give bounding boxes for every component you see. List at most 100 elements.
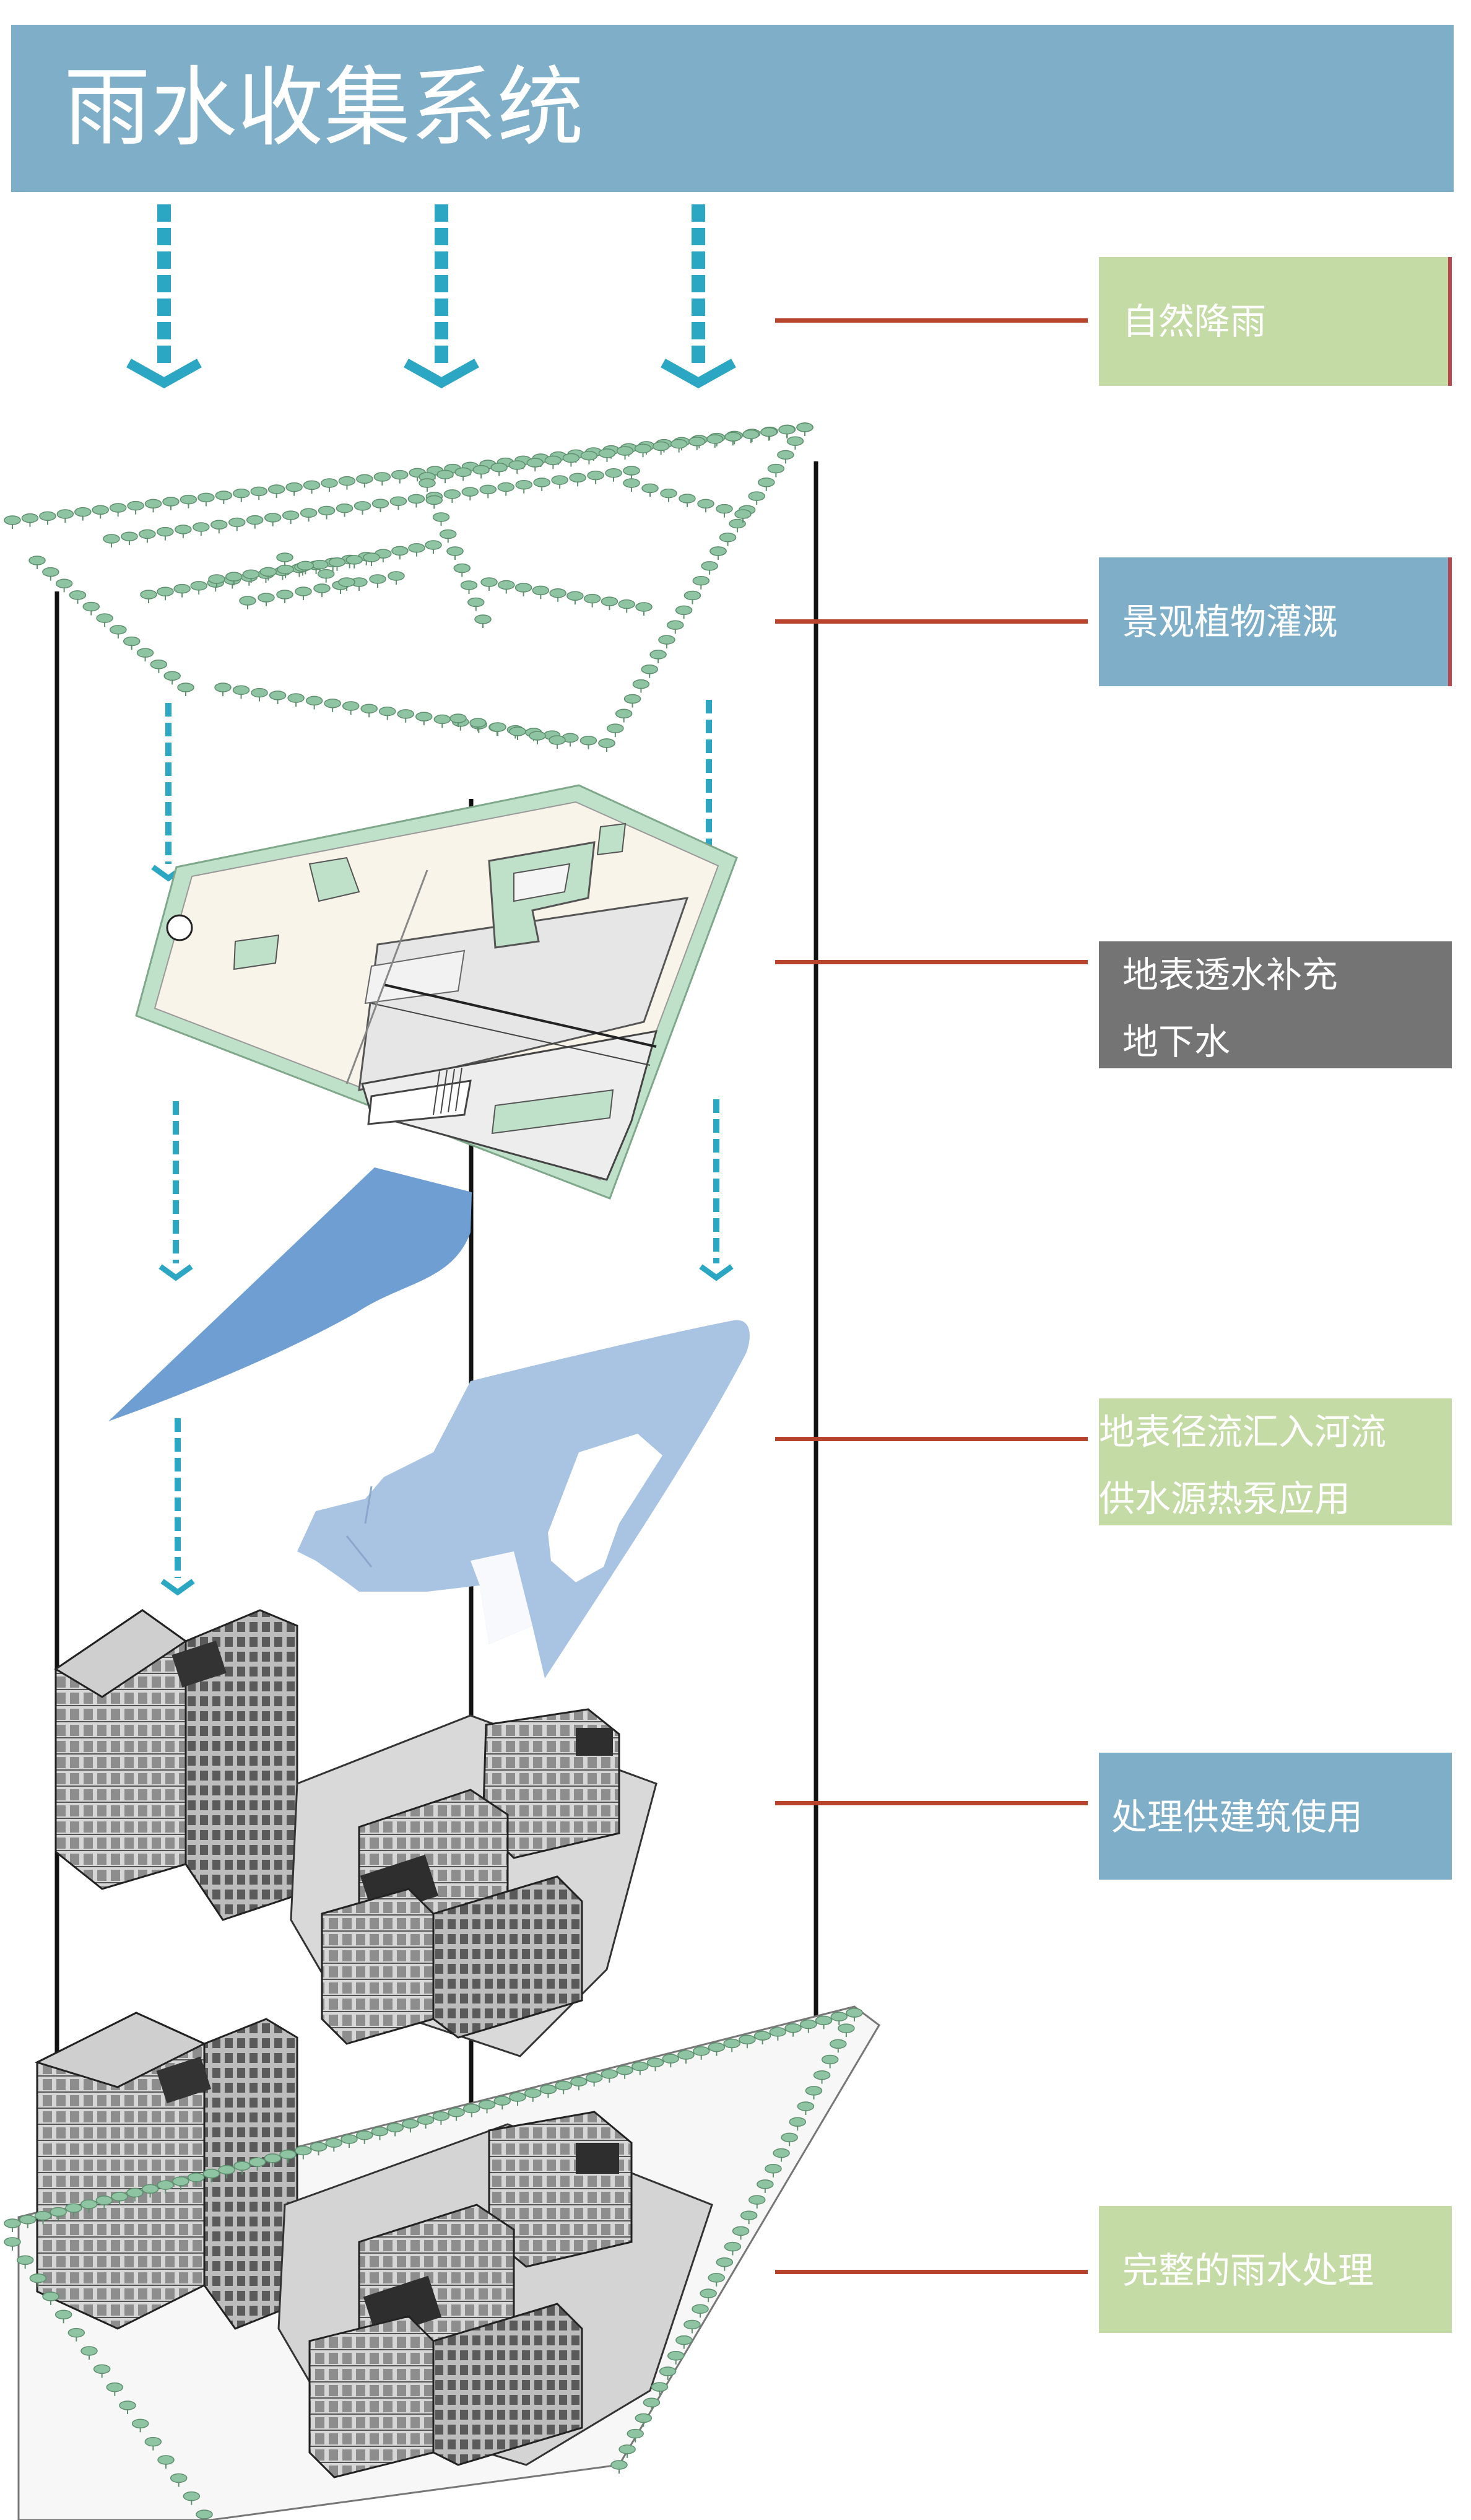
tree-icon [251,687,269,702]
building-icon [308,2303,583,2479]
tree-icon [371,499,389,513]
tree-icon [566,591,584,606]
tree-icon [569,473,587,487]
water-layer [108,1167,750,1678]
label-complete-treatment: 完整的雨水处理 [1099,2206,1452,2333]
tree-icon [317,569,335,583]
label-building-use: 处理供建筑使用 [1099,1753,1452,1880]
label-natural-rainfall: 自然降雨 [1099,257,1452,386]
tree-icon [69,590,87,604]
label-edge [1448,557,1452,686]
tree-icon [601,596,618,611]
tree-icon [776,450,794,464]
tree-icon [163,671,181,686]
tree-icon [433,714,451,729]
tree-icon [514,582,532,597]
tree-icon [4,515,21,530]
tree-icon [605,468,623,482]
tree-icon [303,480,321,495]
tree-icon [109,503,127,517]
tree-icon [74,507,92,521]
tree-icon [497,580,515,595]
tree-icon [277,564,295,579]
tree-icon [660,488,677,503]
tree-icon [610,2460,628,2474]
tree-icon [109,624,127,639]
tree-icon [215,490,233,505]
tree-icon [532,585,550,600]
down-arrow-icon [160,1418,195,1596]
tree-icon [41,567,59,582]
tree-icon [623,478,640,492]
tree-icon [228,517,246,532]
tree-icon [378,706,396,721]
label-surface-runoff: 地表径流汇入河流 供水源热泵应用 [1099,1398,1452,1525]
tree-icon [490,462,508,477]
tree-icon [623,694,641,708]
tree-icon [544,455,562,470]
tree-icon [318,505,336,520]
tree-icon [305,695,323,710]
label-text: 地表透水补充 [1122,954,1339,996]
tree-icon [276,552,293,567]
tree-icon [479,484,497,499]
tree-icon [192,522,210,537]
tree-icon [460,580,478,595]
tree-icon [533,477,551,492]
tree-icon [616,446,634,461]
tree-icon [174,524,192,539]
connector-line [775,318,1088,323]
connector-line [775,619,1088,624]
down-arrow-icon [133,204,195,383]
tree-icon [786,436,804,451]
tree-icon [683,590,701,605]
down-arrow-icon [158,1101,193,1281]
tree-icon [454,467,472,482]
tree-icon [649,649,667,664]
tree-icon [443,489,461,504]
tree-icon [419,478,436,492]
tree-icon [701,560,719,575]
tree-icon [267,484,285,499]
label-groundwater-recharge: 地表透水补充 地下水 [1099,941,1452,1068]
tree-icon [529,731,546,745]
tree-icon [670,438,688,453]
tree-icon [641,483,659,498]
tree-icon [706,434,724,449]
tree-icon [287,693,305,708]
tree-icon [509,726,526,741]
tree-icon [55,578,73,593]
tree-icon [214,682,232,697]
building-layer [54,1609,657,2057]
tree-icon [282,510,300,525]
tree-icon [389,496,407,511]
label-text: 供水源热泵应用 [1099,1478,1351,1520]
tree-icon [439,529,457,544]
tree-icon [657,635,675,650]
tree-icon [632,679,650,694]
building-icon [488,2111,633,2268]
tree-icon [583,593,601,608]
tree-icon [641,664,659,679]
tree-icon [21,513,39,528]
tree-icon [136,648,154,663]
tree-icon [692,575,710,590]
tree-icon [355,474,373,489]
tree-icon [598,448,616,463]
tree-icon [767,463,785,478]
building-icon [321,1875,583,2045]
tree-icon [354,500,371,515]
tree-icon [232,685,250,700]
label-text: 自然降雨 [1122,300,1267,342]
tree-icon [467,597,485,612]
tree-icon [497,482,515,497]
tree-icon [425,495,443,510]
tree-icon [697,499,714,513]
tree-icon [425,540,442,554]
tree-icon [162,497,180,511]
tree-icon [436,469,454,484]
tree-icon [190,580,208,595]
tree-icon [391,546,409,560]
building-icon [54,1609,298,1921]
